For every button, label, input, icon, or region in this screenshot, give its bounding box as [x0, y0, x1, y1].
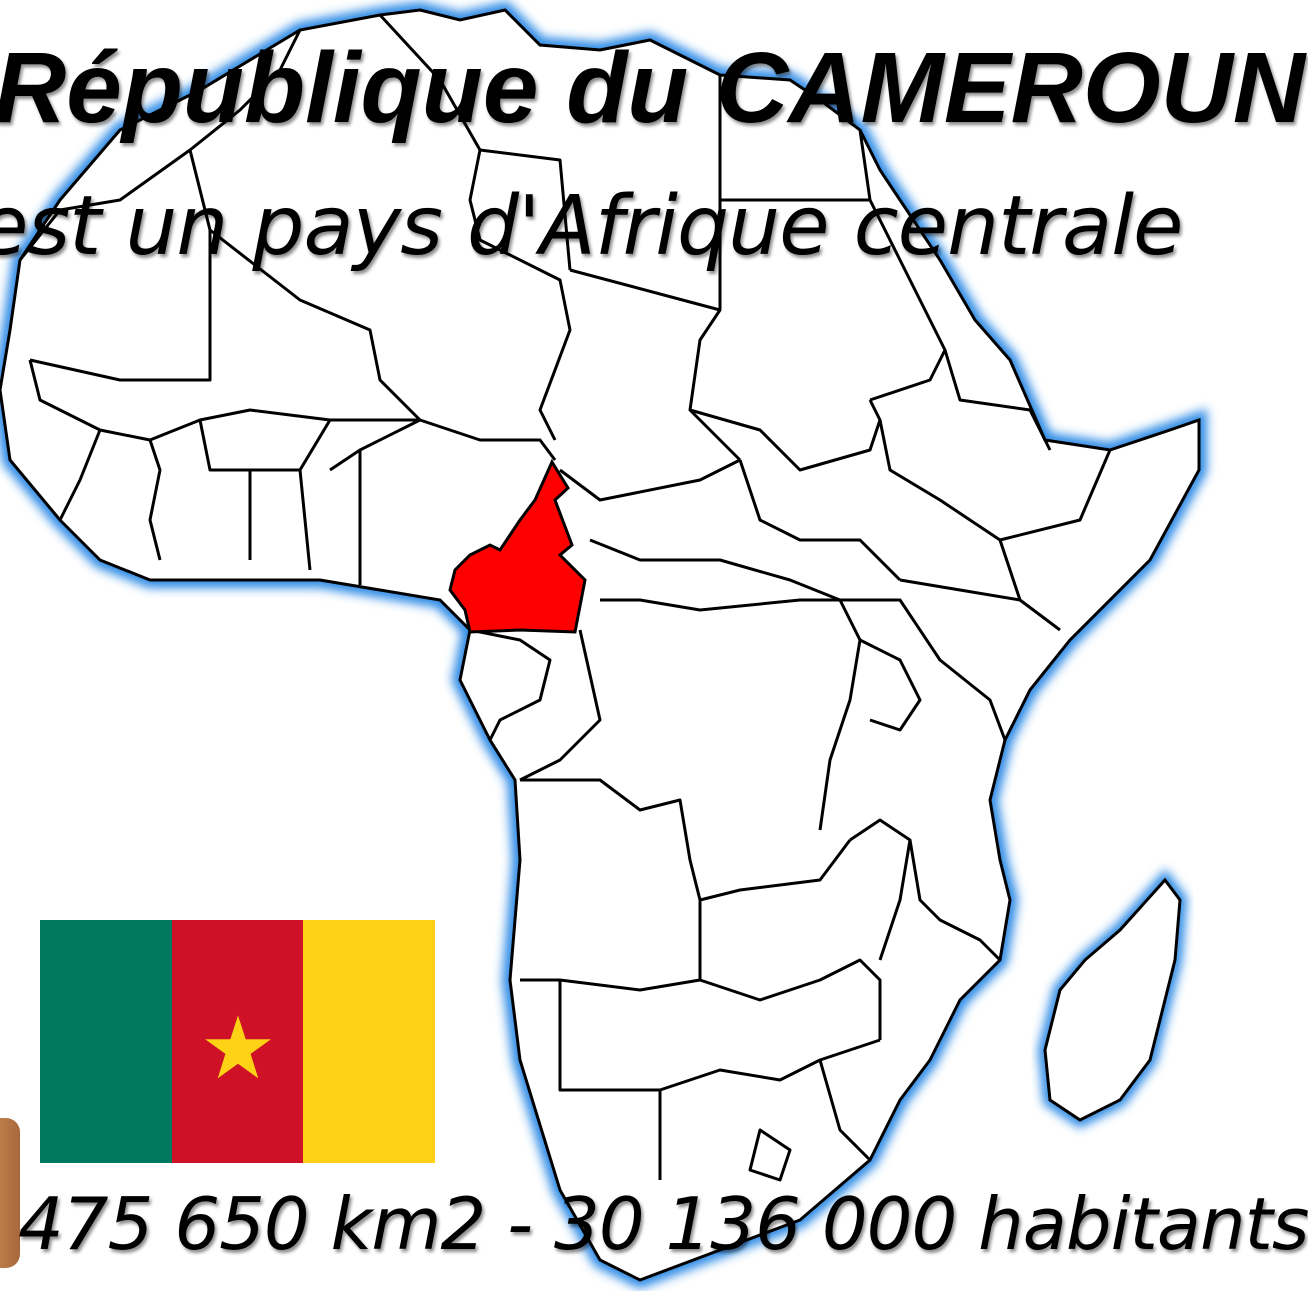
madagascar — [1043, 877, 1182, 1122]
flag-stripe-red — [171, 920, 304, 1163]
star-icon — [204, 1014, 271, 1078]
flag-stripe-green — [40, 920, 172, 1163]
wooden-figure-edge — [0, 1118, 20, 1268]
cameroon-highlight — [448, 458, 587, 634]
country-borders — [18, 13, 1112, 1182]
area-population-stats: 475 650 km2 - 30 136 000 habitants — [18, 1182, 1308, 1266]
africa-map — [0, 1, 1207, 1289]
page-subtitle: est un pays d'Afrique centrale — [0, 179, 1183, 274]
flag-stripe-yellow — [303, 920, 436, 1163]
cameroon-flag-icon — [40, 920, 436, 1163]
page-title: République du CAMEROUN — [0, 32, 1306, 144]
